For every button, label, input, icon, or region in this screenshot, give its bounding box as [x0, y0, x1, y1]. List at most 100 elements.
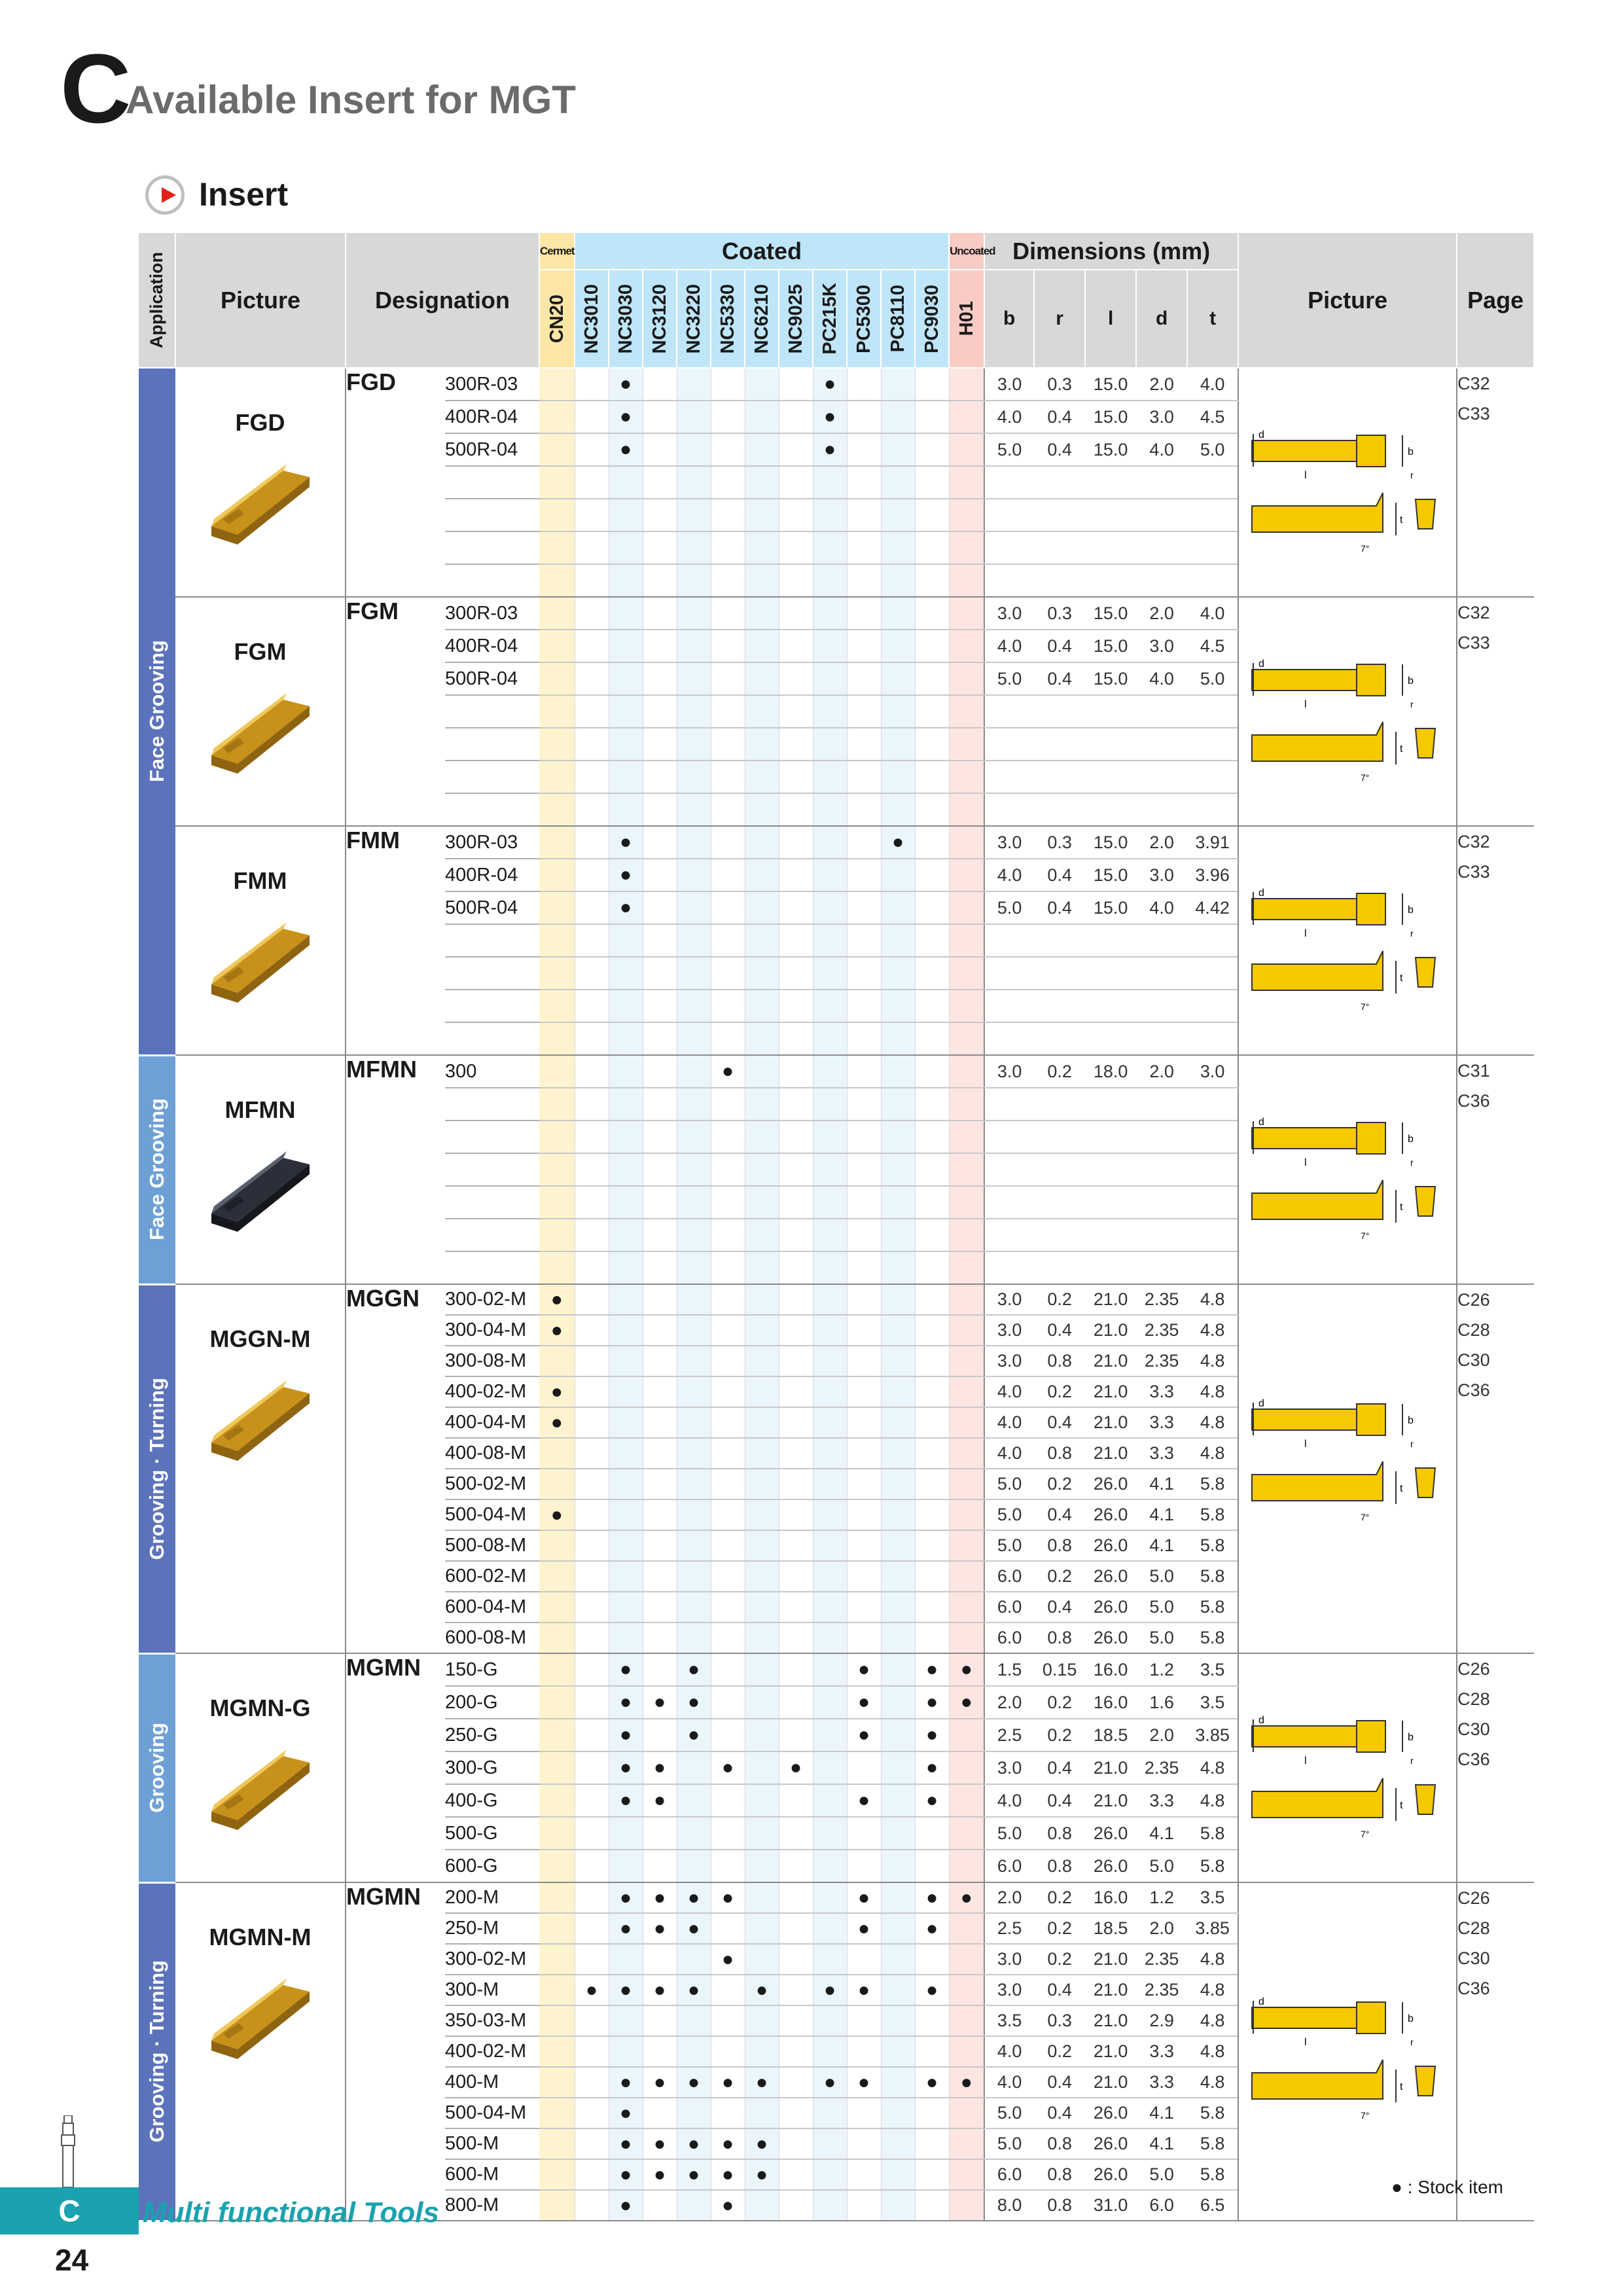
svg-text:l: l: [1304, 1755, 1307, 1767]
page-ref[interactable]: C28: [1457, 1689, 1490, 1709]
grade-cell: [745, 1438, 779, 1469]
page-ref[interactable]: C36: [1457, 1091, 1490, 1111]
grade-cell: [745, 499, 779, 532]
page-ref[interactable]: C32: [1457, 374, 1490, 393]
grade-cell: [881, 728, 916, 761]
grade-cell: [745, 368, 779, 401]
grade-cell: [643, 1944, 677, 1975]
page-ref[interactable]: C32: [1457, 603, 1490, 622]
grade-cell: [949, 1592, 985, 1623]
dimension-cell: [1034, 1121, 1086, 1154]
grade-cell: [813, 1882, 847, 1914]
grade-cell: [677, 1784, 711, 1818]
grade-cell: [745, 1055, 779, 1088]
grade-cell: [949, 1530, 985, 1562]
dimension-cell: 2.35: [1136, 1346, 1188, 1377]
grade-cell: [847, 1315, 882, 1346]
page-ref[interactable]: C36: [1457, 1979, 1490, 1998]
grade-cell: [745, 1121, 779, 1154]
grade-cell: [539, 793, 575, 827]
page-ref[interactable]: C30: [1457, 1948, 1490, 1968]
page-ref[interactable]: C28: [1457, 1320, 1490, 1340]
grade-cell: [847, 1499, 882, 1531]
grade-cell: [915, 761, 950, 794]
grade-cell: [813, 1623, 847, 1654]
grade-cell: [677, 466, 711, 499]
dimension-cell: [1187, 990, 1239, 1023]
page-ref[interactable]: C36: [1457, 1380, 1490, 1400]
application-band: Grooving · Turning: [139, 1882, 175, 2222]
page-ref[interactable]: C26: [1457, 1888, 1490, 1908]
grade-cell: [949, 1469, 985, 1500]
grade-cell: [745, 630, 779, 663]
grade-cell: ●: [915, 1975, 950, 2006]
grade-cell: [539, 1784, 575, 1818]
grade-cell: [949, 499, 985, 532]
grade-cell: ●: [915, 1882, 950, 1914]
insert-image-icon: [175, 437, 345, 554]
page-ref[interactable]: C28: [1457, 1918, 1490, 1938]
dimension-cell: [984, 728, 1035, 761]
grade-cell: [779, 2190, 813, 2221]
dimension-cell: [1085, 1088, 1137, 1121]
designation-suffix: [445, 990, 540, 1023]
grade-cell: [779, 891, 813, 925]
dimension-cell: 4.0: [1136, 891, 1188, 925]
dimension-cell: [984, 466, 1035, 499]
tool-holder-icon: [61, 2115, 75, 2187]
grade-cell: [745, 531, 779, 565]
page-ref[interactable]: C26: [1457, 1290, 1490, 1310]
grade-cell: [643, 2098, 677, 2129]
dimension-cell: [1187, 499, 1239, 532]
dimension-cell: 5.0: [1187, 662, 1239, 696]
page-ref[interactable]: C30: [1457, 1719, 1490, 1739]
grade-cell: [881, 2067, 916, 2098]
grade-cell: [745, 2005, 779, 2037]
grade-cell: [745, 401, 779, 434]
dimension-cell: 26.0: [1085, 2098, 1137, 2129]
grade-cell: [609, 1469, 643, 1500]
dimension-cell: 15.0: [1085, 859, 1137, 892]
grade-header: NC3120: [643, 270, 678, 368]
dimension-cell: [1085, 793, 1137, 827]
page-ref[interactable]: C33: [1457, 633, 1490, 653]
dimension-cell: [1187, 1219, 1239, 1252]
dimension-cell: [1034, 1153, 1086, 1187]
grade-cell: [847, 630, 882, 663]
dimension-cell: 0.4: [1034, 1784, 1086, 1818]
page-ref[interactable]: C36: [1457, 1749, 1490, 1769]
page-ref[interactable]: C26: [1457, 1659, 1490, 1679]
page-ref[interactable]: C33: [1457, 404, 1490, 423]
grade-cell: ●: [881, 826, 916, 859]
grade-cell: [881, 859, 916, 892]
grade-cell: [643, 1219, 677, 1252]
dimension-cell: 26.0: [1085, 1850, 1137, 1883]
page-ref[interactable]: C30: [1457, 1350, 1490, 1370]
dimension-cell: 2.35: [1136, 1284, 1188, 1316]
grade-cell: [881, 891, 916, 925]
dimension-cell: 3.5: [1187, 1882, 1239, 1914]
grade-cell: [813, 1407, 847, 1439]
table-row: [139, 1121, 1534, 1154]
designation-suffix: [445, 1121, 540, 1154]
grade-cell: [677, 1153, 711, 1187]
page-ref[interactable]: C31: [1457, 1061, 1490, 1081]
grade-cell: [711, 630, 745, 663]
dimension-cell: 4.1: [1136, 2098, 1188, 2129]
dimension-cell: [1034, 1219, 1086, 1252]
grade-cell: [881, 1219, 916, 1252]
grade-cell: ●: [609, 1719, 643, 1752]
grade-cell: [677, 695, 711, 728]
grade-cell: [711, 662, 745, 696]
page-ref[interactable]: C33: [1457, 862, 1490, 882]
dimension-cell: [1187, 564, 1239, 598]
dimension-cell: 0.8: [1034, 1850, 1086, 1883]
grade-cell: [643, 1346, 677, 1377]
grade-cell: [949, 1913, 985, 1945]
dimension-cell: 0.2: [1034, 2036, 1086, 2068]
page-ref[interactable]: C32: [1457, 832, 1490, 852]
grade-cell: [539, 2098, 575, 2129]
svg-text:d: d: [1258, 658, 1264, 670]
